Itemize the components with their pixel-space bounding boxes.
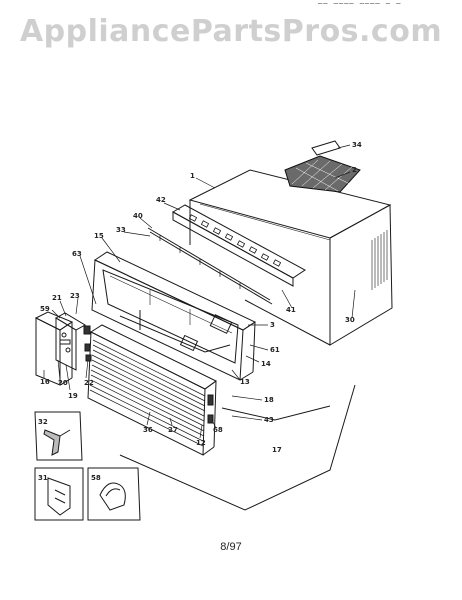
leader-lines [43, 144, 356, 439]
callout-1: 1 [190, 172, 195, 180]
callout-31: 31 [38, 474, 48, 482]
callout-23: 23 [70, 292, 80, 300]
inner-bracket [119, 310, 233, 353]
callout-34: 34 [352, 141, 362, 149]
revision-date: 8/97 [220, 541, 242, 553]
louver-bar [171, 204, 306, 287]
louver-rod [147, 227, 273, 305]
front-grille [87, 324, 217, 456]
callout-36: 36 [143, 426, 153, 434]
callout-27: 27 [168, 426, 178, 434]
callout-13: 13 [240, 378, 250, 386]
watermark-text: AppliancePartsPros.com [19, 14, 443, 49]
callout-33: 33 [116, 226, 126, 234]
detail-box-32 [34, 411, 83, 461]
control-board [55, 312, 86, 371]
callout-63: 63 [72, 250, 82, 258]
header-noise-text: ── ──── ──── ─ ─ [318, 0, 402, 8]
callout-30: 30 [345, 316, 355, 324]
label-tag [311, 140, 341, 156]
callout-12: 12 [196, 439, 206, 447]
callout-labels: 34 2 1 42 40 33 15 63 21 23 59 41 3 61 1… [38, 141, 362, 482]
callout-59: 59 [40, 305, 50, 313]
callout-22: 22 [84, 379, 94, 387]
top-insulation-panel [284, 155, 361, 193]
callout-58: 58 [91, 474, 101, 482]
callout-17: 17 [272, 446, 282, 454]
detail-box-31 [34, 467, 84, 521]
callout-15: 15 [94, 232, 104, 240]
callout-14: 14 [261, 360, 271, 368]
switch-parts [83, 325, 92, 362]
callout-20: 20 [58, 379, 68, 387]
callout-42: 42 [156, 196, 166, 204]
callout-43: 43 [264, 416, 274, 424]
callout-32: 32 [38, 418, 48, 426]
callout-19: 19 [68, 392, 78, 400]
callout-61: 61 [270, 346, 280, 354]
detail-box-58 [87, 467, 141, 521]
control-panel [34, 311, 74, 386]
callout-16: 16 [40, 378, 50, 386]
callout-41: 41 [286, 306, 296, 314]
callout-21: 21 [52, 294, 62, 302]
callout-3: 3 [270, 321, 275, 329]
callout-68: 68 [213, 426, 223, 434]
cabinet-case [188, 169, 393, 346]
front-frame [91, 251, 257, 381]
base-pan-outline [119, 384, 356, 511]
callout-40: 40 [133, 212, 143, 220]
callout-18: 18 [264, 396, 274, 404]
callout-2: 2 [352, 166, 357, 174]
